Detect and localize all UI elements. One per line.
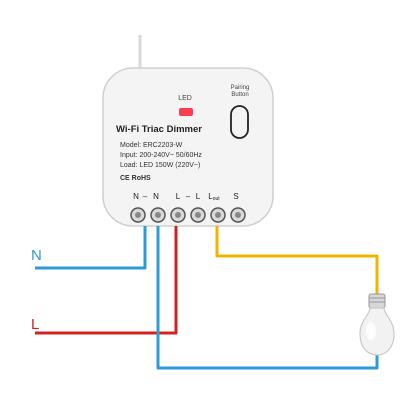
terminal-label-l1: L — [176, 192, 181, 201]
terminal-label-l2: L — [196, 192, 201, 201]
terminal-label-n2: N — [153, 192, 159, 201]
device-title: Wi-Fi Triac Dimmer — [116, 124, 202, 135]
certification-marks: CE RoHS — [120, 175, 151, 182]
neutral-return-wire — [156, 226, 379, 370]
load-wire — [215, 226, 379, 298]
pairing-button[interactable] — [230, 105, 249, 139]
input-line: Input: 200-240V~ 50/60Hz — [120, 152, 202, 159]
pairing-label-line1: Pairing — [231, 85, 250, 91]
neutral-wire — [35, 226, 147, 270]
terminal-dash-n: – — [143, 192, 148, 201]
terminal-label-s: S — [233, 192, 238, 201]
terminal-block — [130, 207, 246, 223]
neutral-label: N — [31, 247, 42, 264]
light-bulb-icon — [359, 293, 395, 356]
terminal-label-lout: Lout — [208, 192, 220, 202]
terminal-dash-l: – — [186, 192, 191, 201]
pairing-label-line2: Button — [231, 92, 248, 98]
load-line: Load: LED 150W (220V~) — [120, 162, 200, 169]
led-label: LED — [178, 95, 192, 102]
model-line: Model: ERC2203-W — [120, 142, 183, 149]
led-indicator — [179, 108, 193, 116]
terminal-label-n1: N — [133, 192, 139, 201]
dimmer-module-body — [102, 67, 274, 227]
live-label: L — [31, 316, 39, 333]
live-wire — [35, 226, 178, 335]
